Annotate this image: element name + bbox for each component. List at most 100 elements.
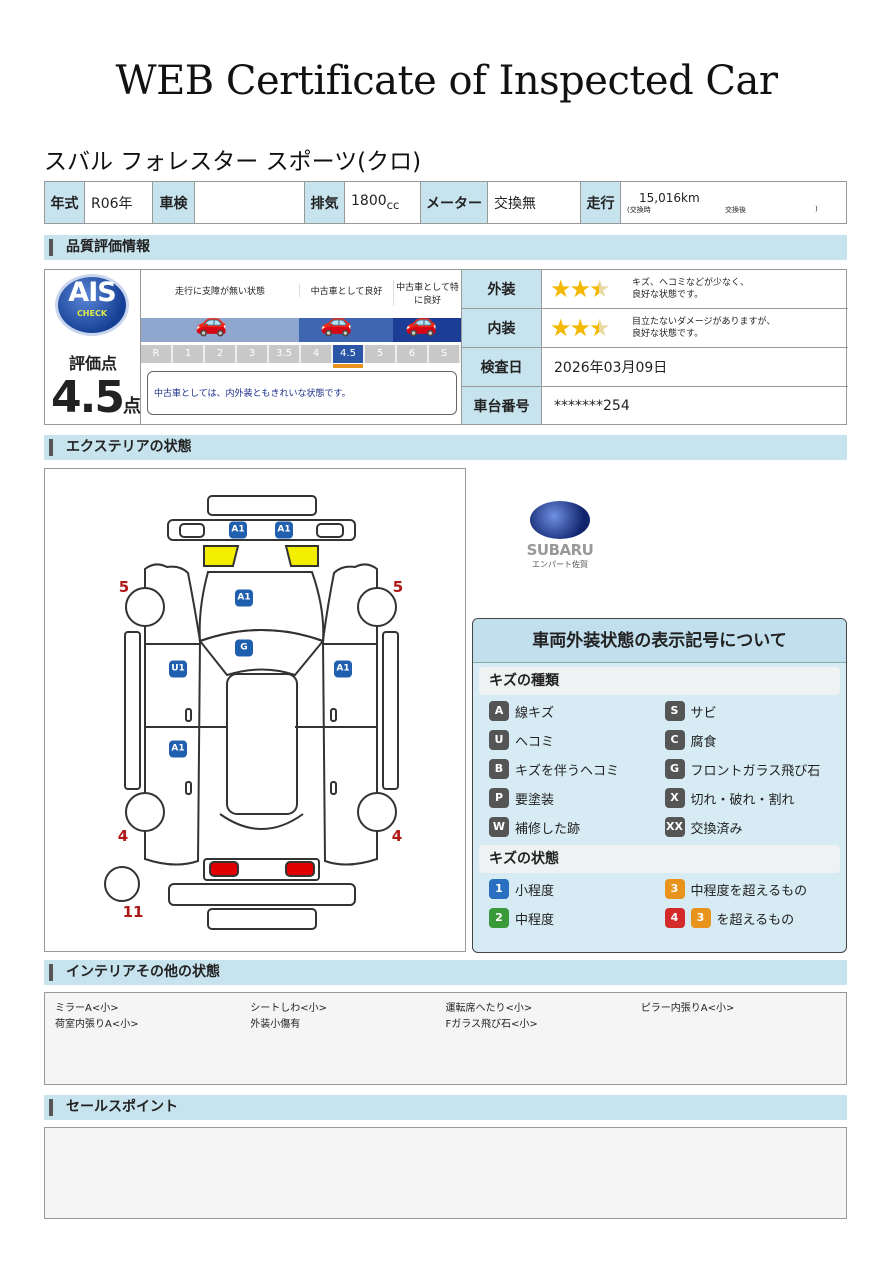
chassis-label: 車台番号 bbox=[462, 387, 542, 424]
inspection-date-row: 検査日 2026年03月09日 bbox=[462, 348, 848, 387]
legend-type-label: 腐食 bbox=[690, 734, 717, 750]
legend-level-label: 小程度 bbox=[515, 883, 555, 899]
grade-step: 1 bbox=[173, 345, 205, 363]
sales-point-box bbox=[44, 1127, 847, 1219]
grade-step: 3.5 bbox=[269, 345, 301, 363]
tire-number: 4 bbox=[117, 827, 129, 845]
section-sales: セールスポイント bbox=[44, 1095, 847, 1120]
section-quality: 品質評価情報 bbox=[44, 235, 847, 260]
shaken-label: 車検 bbox=[152, 181, 195, 224]
quality-table: 外装★★★キズ、ヘコミなどが少なく、良好な状態です。 内装★★★目立たないダメー… bbox=[461, 270, 848, 424]
headlight-right bbox=[284, 545, 319, 567]
grade-step: 2 bbox=[205, 345, 237, 363]
interior-item: ミラーA<小> bbox=[55, 1003, 119, 1014]
interior-item: シートしわ<小> bbox=[250, 1003, 328, 1014]
damage-code-icon: X bbox=[664, 788, 685, 808]
note-after: 交換後 bbox=[725, 205, 746, 214]
meter-value: 交換無 bbox=[487, 181, 581, 224]
legend-type-item: A 線キズ bbox=[489, 701, 665, 721]
legend-level-label: を超えるもの bbox=[716, 912, 795, 928]
grade-step: 5 bbox=[365, 345, 397, 363]
damage-badge: A1 bbox=[169, 740, 187, 758]
interior-item: 荷室内張りA<小> bbox=[55, 1019, 139, 1030]
legend-type-label: フロントガラス飛び石 bbox=[690, 763, 821, 779]
damage-code-icon: W bbox=[489, 817, 509, 837]
grade-step: 4 bbox=[301, 345, 333, 363]
inspection-date-label: 検査日 bbox=[462, 348, 542, 386]
legend-level-label: 中程度 bbox=[515, 912, 555, 928]
damage-badge: U1 bbox=[169, 660, 187, 678]
grade-band-2 bbox=[299, 318, 393, 342]
mileage-label: 走行 bbox=[580, 181, 621, 224]
legend-type-label: 切れ・破れ・割れ bbox=[690, 792, 795, 808]
legend-type-label: キズを伴うヘコミ bbox=[515, 763, 620, 779]
damage-code-icon: XX bbox=[664, 817, 685, 837]
damage-code-icon: P bbox=[489, 788, 509, 808]
section-exterior: エクステリアの状態 bbox=[44, 435, 847, 460]
interior-stars: ★★★ bbox=[550, 314, 610, 342]
chassis-number: *******254 bbox=[554, 397, 630, 414]
displacement-label: 排気 bbox=[304, 181, 345, 224]
grade-marker bbox=[333, 364, 363, 368]
score-label: 評価点 bbox=[68, 354, 117, 373]
legend-type-label: 交換済み bbox=[690, 821, 743, 837]
spec-table: 年式 R06年 車検 排気 1800cc メーター 交換無 走行 15,016k… bbox=[44, 181, 847, 224]
level-icon: 1 bbox=[489, 879, 509, 899]
caption-1: 走行に支障が無い状態 bbox=[174, 287, 265, 297]
score-number: 4.5 bbox=[51, 372, 125, 423]
tire-number: 11 bbox=[122, 903, 144, 921]
ais-logo-text: AIS bbox=[68, 277, 116, 308]
grade-step: 3 bbox=[237, 345, 269, 363]
mileage: 15,016km bbox=[639, 190, 700, 205]
interior-list: ミラーA<小>シートしわ<小>運転席へたり<小>ピラー内張りA<小>荷室内張りA… bbox=[44, 992, 847, 1085]
legend-title: 車両外装状態の表示記号について bbox=[473, 619, 846, 663]
legend-type-label: 線キズ bbox=[515, 705, 555, 721]
legend-type-item: C 腐食 bbox=[664, 730, 841, 750]
exterior-label: 外装 bbox=[462, 270, 542, 308]
interior-desc: 目立たないダメージがありますが、良好な状態です。 bbox=[632, 316, 775, 340]
year-value: R06年 bbox=[84, 181, 153, 224]
page-title: WEB Certificate of Inspected Car bbox=[115, 58, 778, 104]
inspection-date: 2026年03月09日 bbox=[554, 360, 668, 376]
tire-number: 4 bbox=[391, 827, 403, 845]
legend-type-item: P 要塗装 bbox=[489, 788, 665, 808]
level-icon: 2 bbox=[489, 908, 509, 928]
legend-type-item: X 切れ・破れ・割れ bbox=[664, 788, 841, 808]
damage-code-icon: C bbox=[664, 730, 685, 750]
legend-type-label: 補修した跡 bbox=[515, 821, 581, 837]
interior-item: Fガラス飛び石<小> bbox=[445, 1019, 538, 1030]
damage-badge: A1 bbox=[235, 589, 253, 607]
damage-code-icon: A bbox=[489, 701, 509, 721]
damage-code-icon: S bbox=[664, 701, 685, 721]
caption-3: 中古車として特に良好 bbox=[393, 280, 461, 306]
car-icon: 🚗 bbox=[195, 308, 228, 338]
year-label: 年式 bbox=[44, 181, 85, 224]
grade-band-3 bbox=[393, 318, 461, 342]
note-close: ) bbox=[815, 204, 818, 213]
exterior-row: 外装★★★キズ、ヘコミなどが少なく、良好な状態です。 bbox=[462, 270, 848, 309]
level-icon: 4 bbox=[664, 908, 685, 928]
damage-code-icon: G bbox=[664, 759, 685, 779]
legend-level-item: 1 小程度 bbox=[489, 879, 665, 899]
car-icon: 🚗 bbox=[320, 308, 353, 338]
damage-code-icon: U bbox=[489, 730, 509, 750]
desc-line: キズ、ヘコミなどが少なく、 bbox=[632, 278, 750, 288]
ais-logo-sub: CHECK bbox=[76, 309, 108, 318]
legend-levels-title: キズの状態 bbox=[479, 845, 840, 873]
grade-step: 6 bbox=[397, 345, 429, 363]
displacement-value: 1800cc bbox=[344, 181, 421, 224]
legend-level-item: 2 中程度 bbox=[489, 908, 665, 928]
car-icon: 🚗 bbox=[405, 308, 438, 338]
exterior-stars: ★★★ bbox=[550, 275, 610, 303]
car-name: スバル フォレスター スポーツ(クロ) bbox=[44, 149, 422, 175]
legend-type-label: 要塗装 bbox=[515, 792, 555, 808]
